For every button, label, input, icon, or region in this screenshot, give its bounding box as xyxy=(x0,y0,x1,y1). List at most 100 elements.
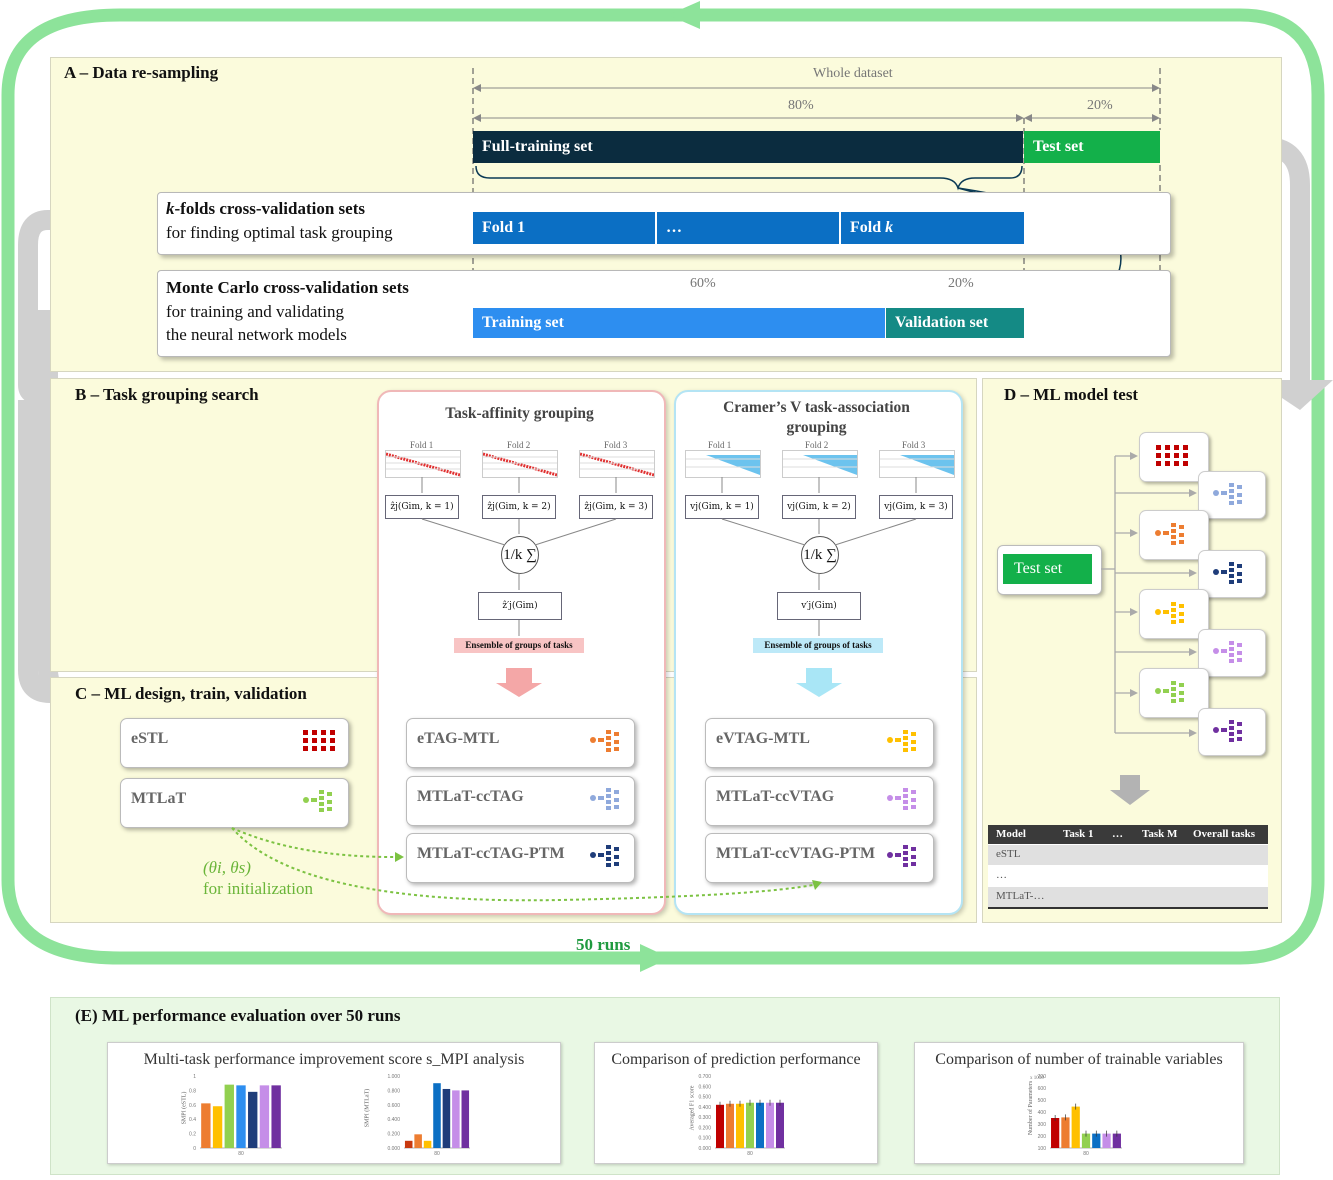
chart-1-bar xyxy=(236,1085,246,1148)
tag-sum-node: 1/k ∑ xyxy=(501,536,539,574)
panel-a-title: A – Data re-sampling xyxy=(64,63,219,82)
chart-1-y-tick: 0.8 xyxy=(189,1088,196,1094)
chart-3-bar xyxy=(776,1102,784,1148)
validation-set-bar: Validation set xyxy=(886,308,1024,338)
chart-3-y-tick: 0.600 xyxy=(698,1084,711,1090)
chart-1-bar xyxy=(271,1085,281,1148)
chart-1-y-tick: 0.2 xyxy=(189,1132,196,1138)
model-evtag-label: eVTAG-MTL xyxy=(716,730,810,747)
chart-2-y-tick: 0.400 xyxy=(387,1117,400,1123)
chart-3-y-tick: 0.000 xyxy=(698,1146,711,1152)
chart-3-x-tick: 80 xyxy=(747,1151,753,1157)
chart-4-bar xyxy=(1081,1133,1091,1148)
chart-1-bar xyxy=(224,1084,234,1148)
mc-title: Monte Carlo cross-validation sets xyxy=(166,278,409,297)
chart-3-bar xyxy=(716,1104,724,1148)
chart-4-y-tick: 400 xyxy=(1038,1110,1047,1116)
pct-60-label: 60% xyxy=(690,276,716,291)
tag-fold-2-label: Fold 2 xyxy=(507,440,531,450)
model-etag-label: eTAG-MTL xyxy=(417,730,500,747)
panel-c-title: C – ML design, train, validation xyxy=(75,684,307,703)
tag-down-arrow xyxy=(496,668,542,697)
model-mtlat-label: MTLaT xyxy=(131,790,187,807)
pct-20-label-b: 20% xyxy=(948,276,974,291)
chart-4-y-tick: 500 xyxy=(1038,1098,1047,1104)
vtag-fold-1-matrix xyxy=(685,450,761,478)
model-ccvtag-label: MTLaT-ccVTAG xyxy=(716,788,835,805)
chart-1-bar xyxy=(201,1103,211,1148)
vtag-fold-2-label: Fold 2 xyxy=(805,440,829,450)
chart4-unit: x 1000 xyxy=(1030,1076,1044,1081)
chart-4-y-tick: 700 xyxy=(1038,1074,1047,1080)
model-ccvtag-ptm-box: MTLaT-ccVTAG-PTM xyxy=(705,833,934,883)
chart-2-bar xyxy=(433,1083,441,1148)
smpi-card: Multi-task performance improvement score… xyxy=(107,1042,561,1164)
vtag-fold-1-label: Fold 1 xyxy=(708,440,732,450)
chart-2-bar xyxy=(461,1090,470,1148)
loop-arrow-bottom xyxy=(640,944,670,972)
init-arrow-to-cctag-ptm xyxy=(231,827,401,859)
tag-title: Task-affinity grouping xyxy=(445,405,594,422)
network-icons-layer xyxy=(231,730,916,902)
smpi-card-title: Multi-task performance improvement score… xyxy=(143,1051,525,1068)
th-overall: Overall tasks xyxy=(1193,828,1256,840)
chart-3-y-tick: 0.100 xyxy=(698,1136,711,1142)
full-training-set-bar: Full-training set xyxy=(473,131,1023,163)
init-theta-label: (θi, θs) xyxy=(203,858,251,877)
fold-k-bar: Fold k xyxy=(841,212,1024,244)
model-ccvtag-box: MTLaT-ccVTAG xyxy=(705,776,934,826)
panel-e-title: (E) ML performance evaluation over 50 ru… xyxy=(75,1006,401,1025)
th-model: Model xyxy=(996,828,1026,840)
grouping-pipeline-arrows xyxy=(421,477,917,697)
vtag-ensemble-label: Ensemble of groups of tasks xyxy=(753,638,883,653)
vtag-aggregated-formula: v′j(Gim) xyxy=(777,592,861,620)
vtag-formula-fold-1: vj(Gim, k = 1) xyxy=(685,495,759,519)
chart-3-bar xyxy=(746,1102,754,1148)
chart-3-y-tick: 0.500 xyxy=(698,1095,711,1101)
outer-run-loop xyxy=(1,8,1325,965)
vtag-title: Cramer’s V task-association grouping xyxy=(723,399,910,436)
chart-4-y-tick: 100 xyxy=(1038,1146,1047,1152)
chart-2-bar xyxy=(423,1140,432,1148)
model-cctag-ptm-box: MTLaT-ccTAG-PTM xyxy=(406,833,635,883)
chart-2-y-tick: 0.600 xyxy=(387,1103,400,1109)
d-mtlat-model xyxy=(1139,668,1209,718)
chart-1-bar xyxy=(259,1085,270,1148)
chart-1-bar xyxy=(212,1106,223,1148)
chart-1-y-tick: 0.6 xyxy=(189,1103,196,1109)
pct-20-label-a: 20% xyxy=(1087,98,1113,113)
table-row: eSTL xyxy=(988,845,1268,865)
model-cctag-label: MTLaT-ccTAG xyxy=(417,788,524,805)
mc-subtitle-2: the neural network models xyxy=(166,325,347,344)
tag-aggregated-formula: ẑ′j(Gim) xyxy=(478,592,562,620)
model-mtlat-box: MTLaT xyxy=(120,778,349,828)
vtag-fold-3-matrix xyxy=(879,450,955,478)
chart-2-bar xyxy=(404,1140,413,1148)
chart-1-y-tick: 0 xyxy=(193,1146,196,1152)
test-set-bar: Test set xyxy=(1024,131,1160,163)
model-etag-box: eTAG-MTL xyxy=(406,718,635,768)
init-arrow-to-ccvtag-ptm xyxy=(231,827,819,902)
chart-2-bar xyxy=(414,1134,422,1148)
chart-4-bar xyxy=(1102,1133,1111,1148)
vtag-formula-fold-2: vj(Gim, k = 2) xyxy=(782,495,856,519)
pct-80-label: 80% xyxy=(788,98,814,113)
tag-formula-fold-3: ẑj(Gim, k = 3) xyxy=(579,495,653,519)
chart-4-bar xyxy=(1071,1106,1080,1148)
panel-b-title: B – Task grouping search xyxy=(75,385,259,404)
tag-fold-3-label: Fold 3 xyxy=(604,440,628,450)
tag-fold-3-matrix xyxy=(579,450,655,478)
chart-4-bar xyxy=(1112,1133,1121,1148)
chart-1-x-tick: 80 xyxy=(238,1151,244,1157)
chart-3-bar xyxy=(756,1102,764,1148)
tag-fold-1-label: Fold 1 xyxy=(410,440,434,450)
chart-3-y-tick: 0.300 xyxy=(698,1115,711,1121)
chart-3-y-tick: 0.200 xyxy=(698,1125,711,1131)
chart-3-bar xyxy=(766,1102,774,1148)
chart-4-bar xyxy=(1051,1118,1060,1148)
vtag-sum-node: 1/k ∑ xyxy=(801,536,839,574)
table-bottom-rule xyxy=(988,907,1268,909)
prediction-card-title: Comparison of prediction performance xyxy=(611,1051,861,1068)
model-estl-label: eSTL xyxy=(131,730,169,747)
